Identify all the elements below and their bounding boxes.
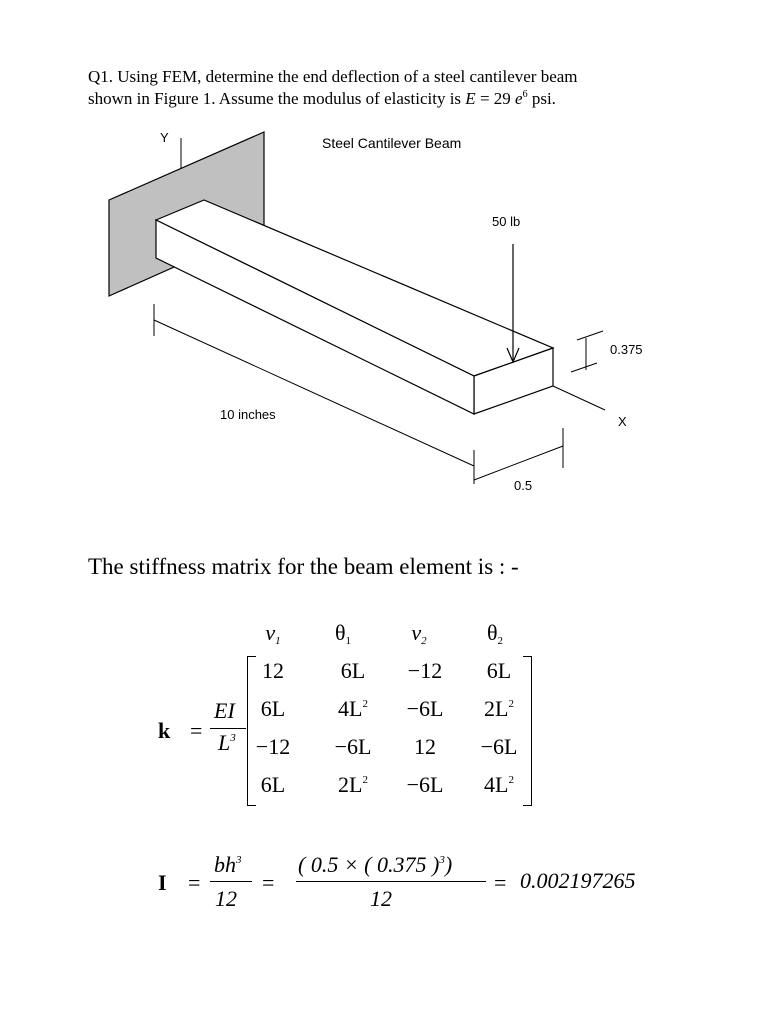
matrix-cell-r1-c4: 6L	[464, 658, 534, 684]
header-v1: v1	[248, 620, 298, 647]
matrix-cell-r2-c1: 6L	[238, 696, 308, 722]
matrix-cell-value: 2L	[484, 696, 509, 721]
header-v2: v2	[394, 620, 444, 647]
inertia-expression: ( 0.5 × ( 0.375 )3)	[298, 852, 452, 878]
matrix-cell-value: 6L	[260, 696, 286, 721]
question-line-2: shown in Figure 1. Assume the modulus of…	[88, 88, 688, 110]
matrix-right-bracket	[523, 656, 532, 806]
width-dimension	[473, 428, 564, 481]
matrix-cell-value: −6L	[406, 696, 444, 721]
matrix-left-bracket	[247, 656, 256, 806]
matrix-cell-exponent: 2	[362, 774, 368, 786]
inertia-fraction-line-2	[296, 881, 486, 882]
matrix-cell-r1-c2: 6L	[318, 658, 388, 684]
matrix-cell-r4-c4: 4L2	[464, 772, 534, 798]
matrix-cell-value: 4L	[338, 696, 363, 721]
modulus-base: e	[515, 89, 523, 108]
inertia-result: 0.002197265	[520, 868, 636, 893]
inertia-fraction-line-1	[210, 881, 252, 882]
modulus-exponent: 6	[522, 89, 528, 100]
matrix-cell-r3-c2: −6L	[318, 734, 388, 760]
matrix-cell-value: 6L	[486, 658, 512, 683]
matrix-cell-value: 4L	[484, 772, 509, 797]
inertia-equals-1: =	[188, 870, 201, 895]
header-v1-base: v	[265, 620, 276, 645]
y-axis-label: Y	[160, 130, 169, 145]
coef-den-base: L	[218, 730, 231, 755]
matrix-cell-value: 6L	[260, 772, 286, 797]
matrix-cell-r1-c1: 12	[238, 658, 308, 684]
beam	[154, 199, 555, 415]
x-axis-line	[552, 385, 606, 411]
length-label: 10 inches	[220, 407, 276, 422]
k-equals: =	[190, 718, 203, 743]
matrix-cell-r4-c1: 6L	[238, 772, 308, 798]
header-theta2-base: θ	[486, 620, 498, 645]
length-dimension	[153, 304, 475, 484]
inertia-num-base: bh	[214, 852, 236, 877]
coef-fraction-line	[210, 728, 246, 729]
matrix-cell-value: −6L	[480, 734, 518, 759]
width-label: 0.5	[514, 478, 532, 493]
height-label: 0.375	[610, 342, 643, 357]
matrix-cell-r1-c3: −12	[390, 658, 460, 684]
matrix-cell-exponent: 2	[508, 698, 514, 710]
inertia-expr-exp: 3	[439, 854, 445, 866]
matrix-cell-r3-c3: 12	[390, 734, 460, 760]
inertia-expr-b: )	[444, 852, 453, 877]
matrix-cell-r3-c1: −12	[238, 734, 308, 760]
modulus-value: = 29	[475, 89, 516, 108]
matrix-cell-r4-c3: −6L	[390, 772, 460, 798]
question-line-2-prefix: shown in Figure 1. Assume the modulus of…	[88, 89, 466, 108]
matrix-cell-value: 2L	[338, 772, 363, 797]
k-symbol: k	[158, 718, 171, 743]
modulus-symbol: E	[465, 89, 476, 108]
matrix-cell-value: −12	[255, 734, 291, 759]
inertia-denominator-2: 12	[370, 886, 392, 911]
cantilever-beam-figure: Y X Steel Cantilever Beam 50 lb 0.375 10…	[108, 130, 643, 493]
inertia-denominator: 12	[215, 886, 237, 911]
coef-numerator: EI	[214, 698, 235, 723]
matrix-cell-r2-c4: 2L2	[464, 696, 534, 722]
matrix-cell-value: 12	[262, 658, 284, 683]
header-theta1-sub: 1	[345, 635, 352, 647]
header-v2-base: v	[411, 620, 422, 645]
inertia-expr-a: ( 0.5 × ( 0.375 )	[298, 852, 440, 877]
matrix-cell-value: −6L	[334, 734, 372, 759]
stiffness-intro: The stiffness matrix for the beam elemen…	[88, 554, 519, 579]
modulus-unit: psi.	[527, 89, 556, 108]
header-theta1-base: θ	[334, 620, 346, 645]
question-line-1: Q1. Using FEM, determine the end deflect…	[88, 67, 578, 86]
coef-denominator: L3	[218, 730, 236, 756]
coef-den-exp: 3	[230, 732, 236, 744]
height-dimension	[570, 330, 604, 373]
matrix-cell-value: 6L	[340, 658, 366, 683]
inertia-equals-2: =	[262, 870, 275, 895]
matrix-cell-exponent: 2	[508, 774, 514, 786]
inertia-num-exp: 3	[236, 854, 242, 866]
matrix-cell-exponent: 2	[362, 698, 368, 710]
load-label: 50 lb	[492, 214, 520, 229]
header-theta1: θ1	[318, 620, 368, 647]
header-theta2-sub: 2	[497, 635, 504, 647]
matrix-cell-r4-c2: 2L2	[318, 772, 388, 798]
figure-title: Steel Cantilever Beam	[322, 135, 461, 151]
question-text: Q1. Using FEM, determine the end deflect…	[88, 66, 688, 110]
header-v2-sub: 2	[421, 635, 427, 647]
header-theta2: θ2	[470, 620, 520, 647]
x-axis-label: X	[618, 414, 627, 429]
matrix-cell-r3-c4: −6L	[464, 734, 534, 760]
matrix-cell-value: 12	[414, 734, 436, 759]
inertia-equals-3: =	[494, 870, 507, 895]
matrix-cell-value: −6L	[406, 772, 444, 797]
inertia-numerator: bh3	[214, 852, 242, 878]
inertia-symbol: I	[158, 870, 167, 895]
load-arrowhead	[506, 347, 520, 364]
matrix-cell-r2-c2: 4L2	[318, 696, 388, 722]
header-v1-sub: 1	[275, 635, 281, 647]
matrix-cell-r2-c3: −6L	[390, 696, 460, 722]
matrix-cell-value: −12	[407, 658, 443, 683]
